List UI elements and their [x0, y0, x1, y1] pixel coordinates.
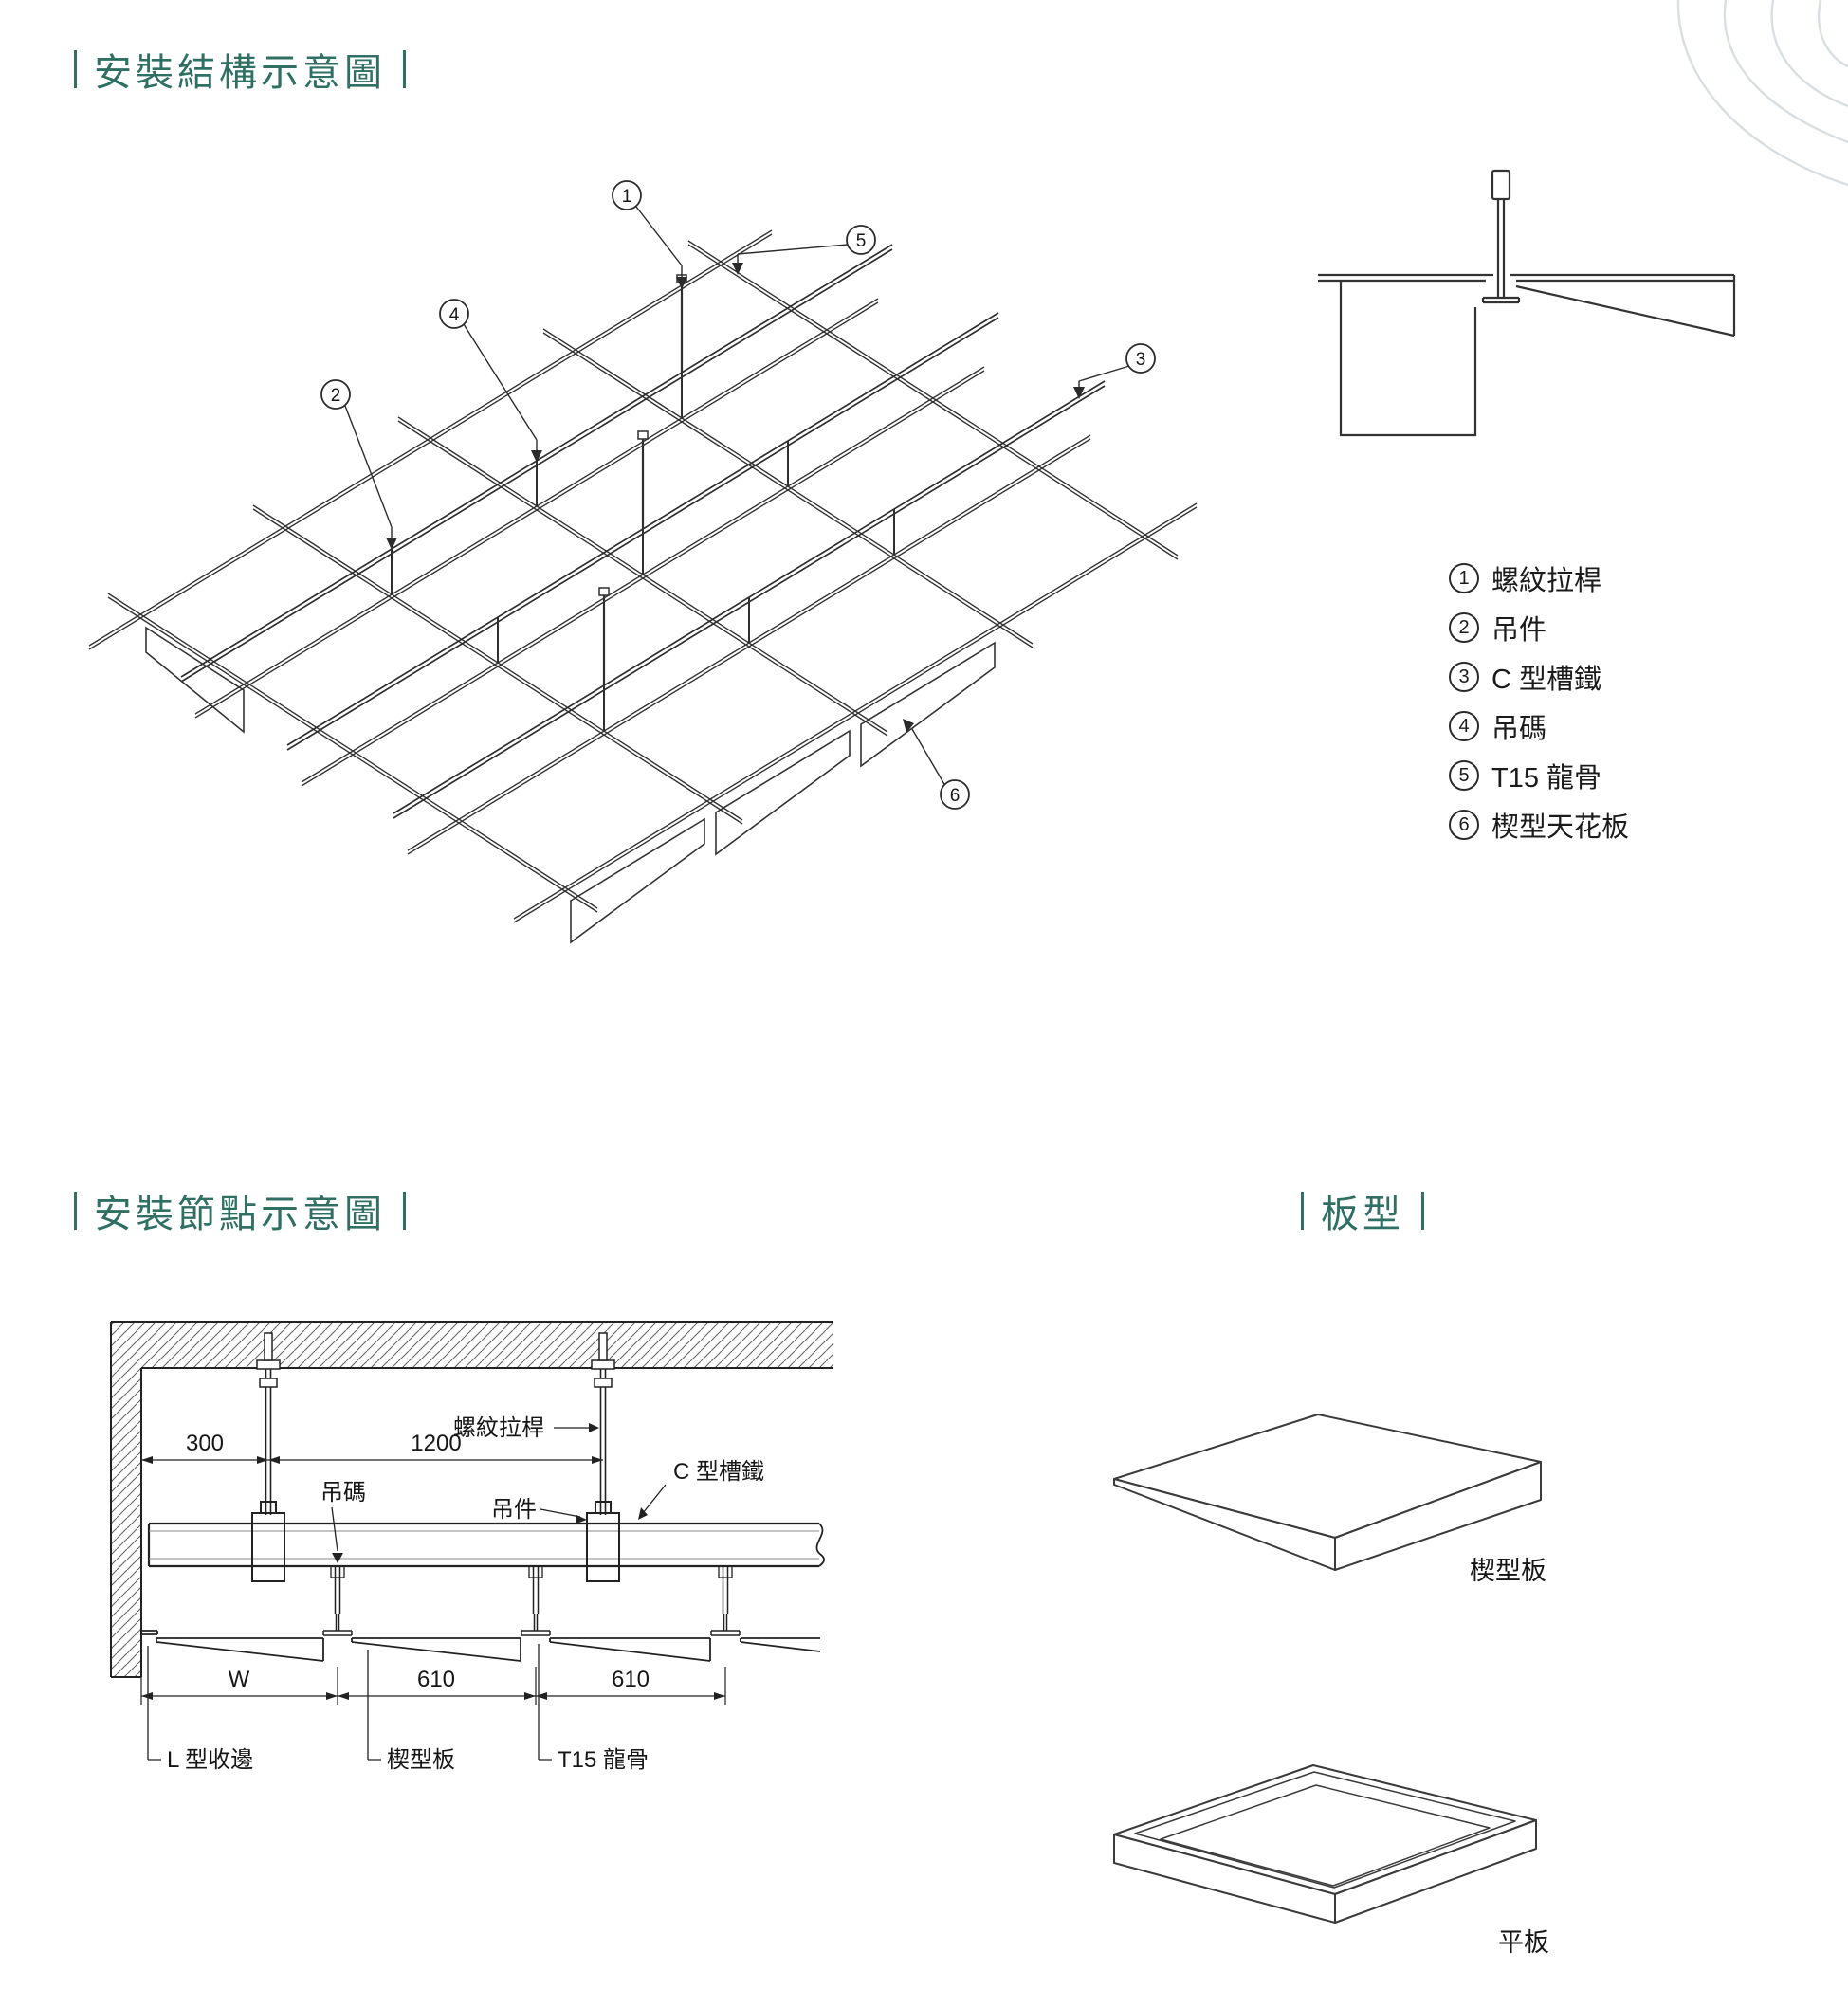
dim-610b: 610: [612, 1667, 650, 1692]
label-threaded-rod: 螺紋拉桿: [453, 1415, 544, 1441]
node-diagram: 300 1200: [110, 1321, 833, 1773]
legend-item: 5 T15 龍骨: [1449, 760, 1629, 794]
t15-grid-rails-b: [88, 229, 1198, 923]
wedge-panel-drawing: 楔型板: [1113, 1414, 1546, 1585]
legend-item: 3 C 型槽鐵: [1449, 662, 1629, 695]
corner-swoosh: [1676, 0, 1848, 187]
wedge-panel-edge: [1515, 275, 1736, 338]
hanger-connectors: [391, 373, 895, 731]
title-bar: [74, 1192, 77, 1230]
types-section-title: 板型: [1301, 1183, 1424, 1238]
callout-3: 3: [1073, 343, 1156, 399]
callout-number: 6: [950, 786, 961, 806]
callout-number: 2: [331, 386, 341, 406]
callout-number: 3: [1136, 350, 1146, 370]
node-title-text: 安裝節點示意圖: [94, 1194, 386, 1235]
iso-structure-diagram: 1 2 3 4 5 6: [88, 180, 1198, 944]
callout-5: 5: [732, 225, 876, 275]
wedge-panel-label: 楔型板: [1470, 1557, 1546, 1585]
dim-1200: 1200: [411, 1431, 461, 1456]
hanger-rod: [1496, 197, 1506, 275]
title-bar: [1301, 1192, 1304, 1230]
threaded-rod-left: [256, 1332, 281, 1515]
c-channel: [147, 1522, 825, 1568]
legend-item: 4 吊碼: [1449, 711, 1629, 744]
flat-tray-bottom: [1160, 1784, 1491, 1887]
threaded-rods: [598, 274, 687, 685]
title-bar: [74, 50, 77, 88]
legend-number: 4: [1449, 711, 1479, 741]
title-bar: [403, 1192, 406, 1230]
structure-section-title: 安裝結構示意圖: [74, 42, 406, 97]
callout-number: 4: [449, 305, 460, 325]
structure-title-text: 安裝結構示意圖: [94, 52, 386, 94]
hanger-bracket-right: [586, 1501, 620, 1582]
legend-label: 螺紋拉桿: [1491, 566, 1602, 596]
callout-1: 1: [612, 180, 687, 289]
callout-number: 1: [622, 187, 632, 207]
callout-4: 4: [439, 299, 542, 463]
title-bar: [1421, 1192, 1424, 1230]
legend-number: 2: [1449, 612, 1479, 643]
flat-panel-drawing: 平板: [1113, 1764, 1549, 1957]
label-hanger: 吊件: [491, 1497, 537, 1523]
dim-w: W: [229, 1667, 250, 1692]
slab-and-wall: [110, 1321, 833, 1678]
wedge-panel-sections: [141, 1630, 821, 1662]
flat-right-face: [1334, 1819, 1537, 1924]
legend-number: 5: [1449, 760, 1479, 791]
legend-label: T15 龍骨: [1491, 763, 1602, 794]
types-title-text: 板型: [1321, 1194, 1404, 1235]
legend-label: C 型槽鐵: [1491, 665, 1602, 695]
callout-6: 6: [903, 719, 970, 810]
t15-profile: [1481, 275, 1521, 304]
label-wedge-panel: 楔型板: [387, 1747, 455, 1773]
top-dimensions: 300 1200: [141, 1431, 603, 1464]
legend-label: 楔型天花板: [1491, 812, 1630, 843]
flat-rim-inner: [1134, 1771, 1516, 1889]
dim-300: 300: [186, 1431, 224, 1456]
legend-item: 1 螺紋拉桿: [1449, 563, 1629, 596]
legend-item: 2 吊件: [1449, 612, 1629, 646]
tbar-detail-diagram: [1318, 169, 1736, 437]
label-t15: T15 龍骨: [558, 1747, 649, 1773]
wedge-left-face: [1113, 1478, 1336, 1571]
node-labels: 螺紋拉桿 C 型槽鐵 吊件 吊碼 L 型收邊 楔型板 T15 龍骨: [147, 1415, 764, 1773]
wedge-ceiling-panels: [145, 626, 996, 944]
legend-label: 吊件: [1491, 615, 1547, 646]
bottom-dimensions: W 610 610: [140, 1667, 726, 1705]
label-c-channel: C 型槽鐵: [673, 1459, 764, 1485]
node-section-title: 安裝節點示意圖: [74, 1183, 406, 1238]
break-line: [815, 1523, 825, 1567]
label-l-trim: L 型收邊: [167, 1747, 253, 1773]
legend-item: 6 楔型天花板: [1449, 810, 1629, 843]
threaded-rod-right: [591, 1332, 615, 1515]
hanger-bracket-left: [251, 1501, 285, 1582]
title-bar: [403, 50, 406, 88]
parts-legend: 1 螺紋拉桿 2 吊件 3 C 型槽鐵 4 吊碼 5 T15 龍骨 6 楔型天花…: [1449, 563, 1629, 859]
legend-number: 1: [1449, 563, 1479, 593]
legend-number: 3: [1449, 662, 1479, 692]
bolt-head: [1491, 169, 1511, 201]
t15-grid-rails-a: [107, 240, 1179, 913]
flat-panel-label: 平板: [1498, 1928, 1549, 1957]
legend-label: 吊碼: [1491, 714, 1547, 744]
callout-number: 5: [856, 231, 867, 251]
dim-610a: 610: [417, 1667, 455, 1692]
legend-number: 6: [1449, 810, 1479, 840]
label-clip: 吊碼: [320, 1480, 366, 1505]
clips-and-keels: [322, 1565, 741, 1636]
thick-panel-edge: [1339, 281, 1477, 437]
callout-2: 2: [320, 379, 397, 550]
